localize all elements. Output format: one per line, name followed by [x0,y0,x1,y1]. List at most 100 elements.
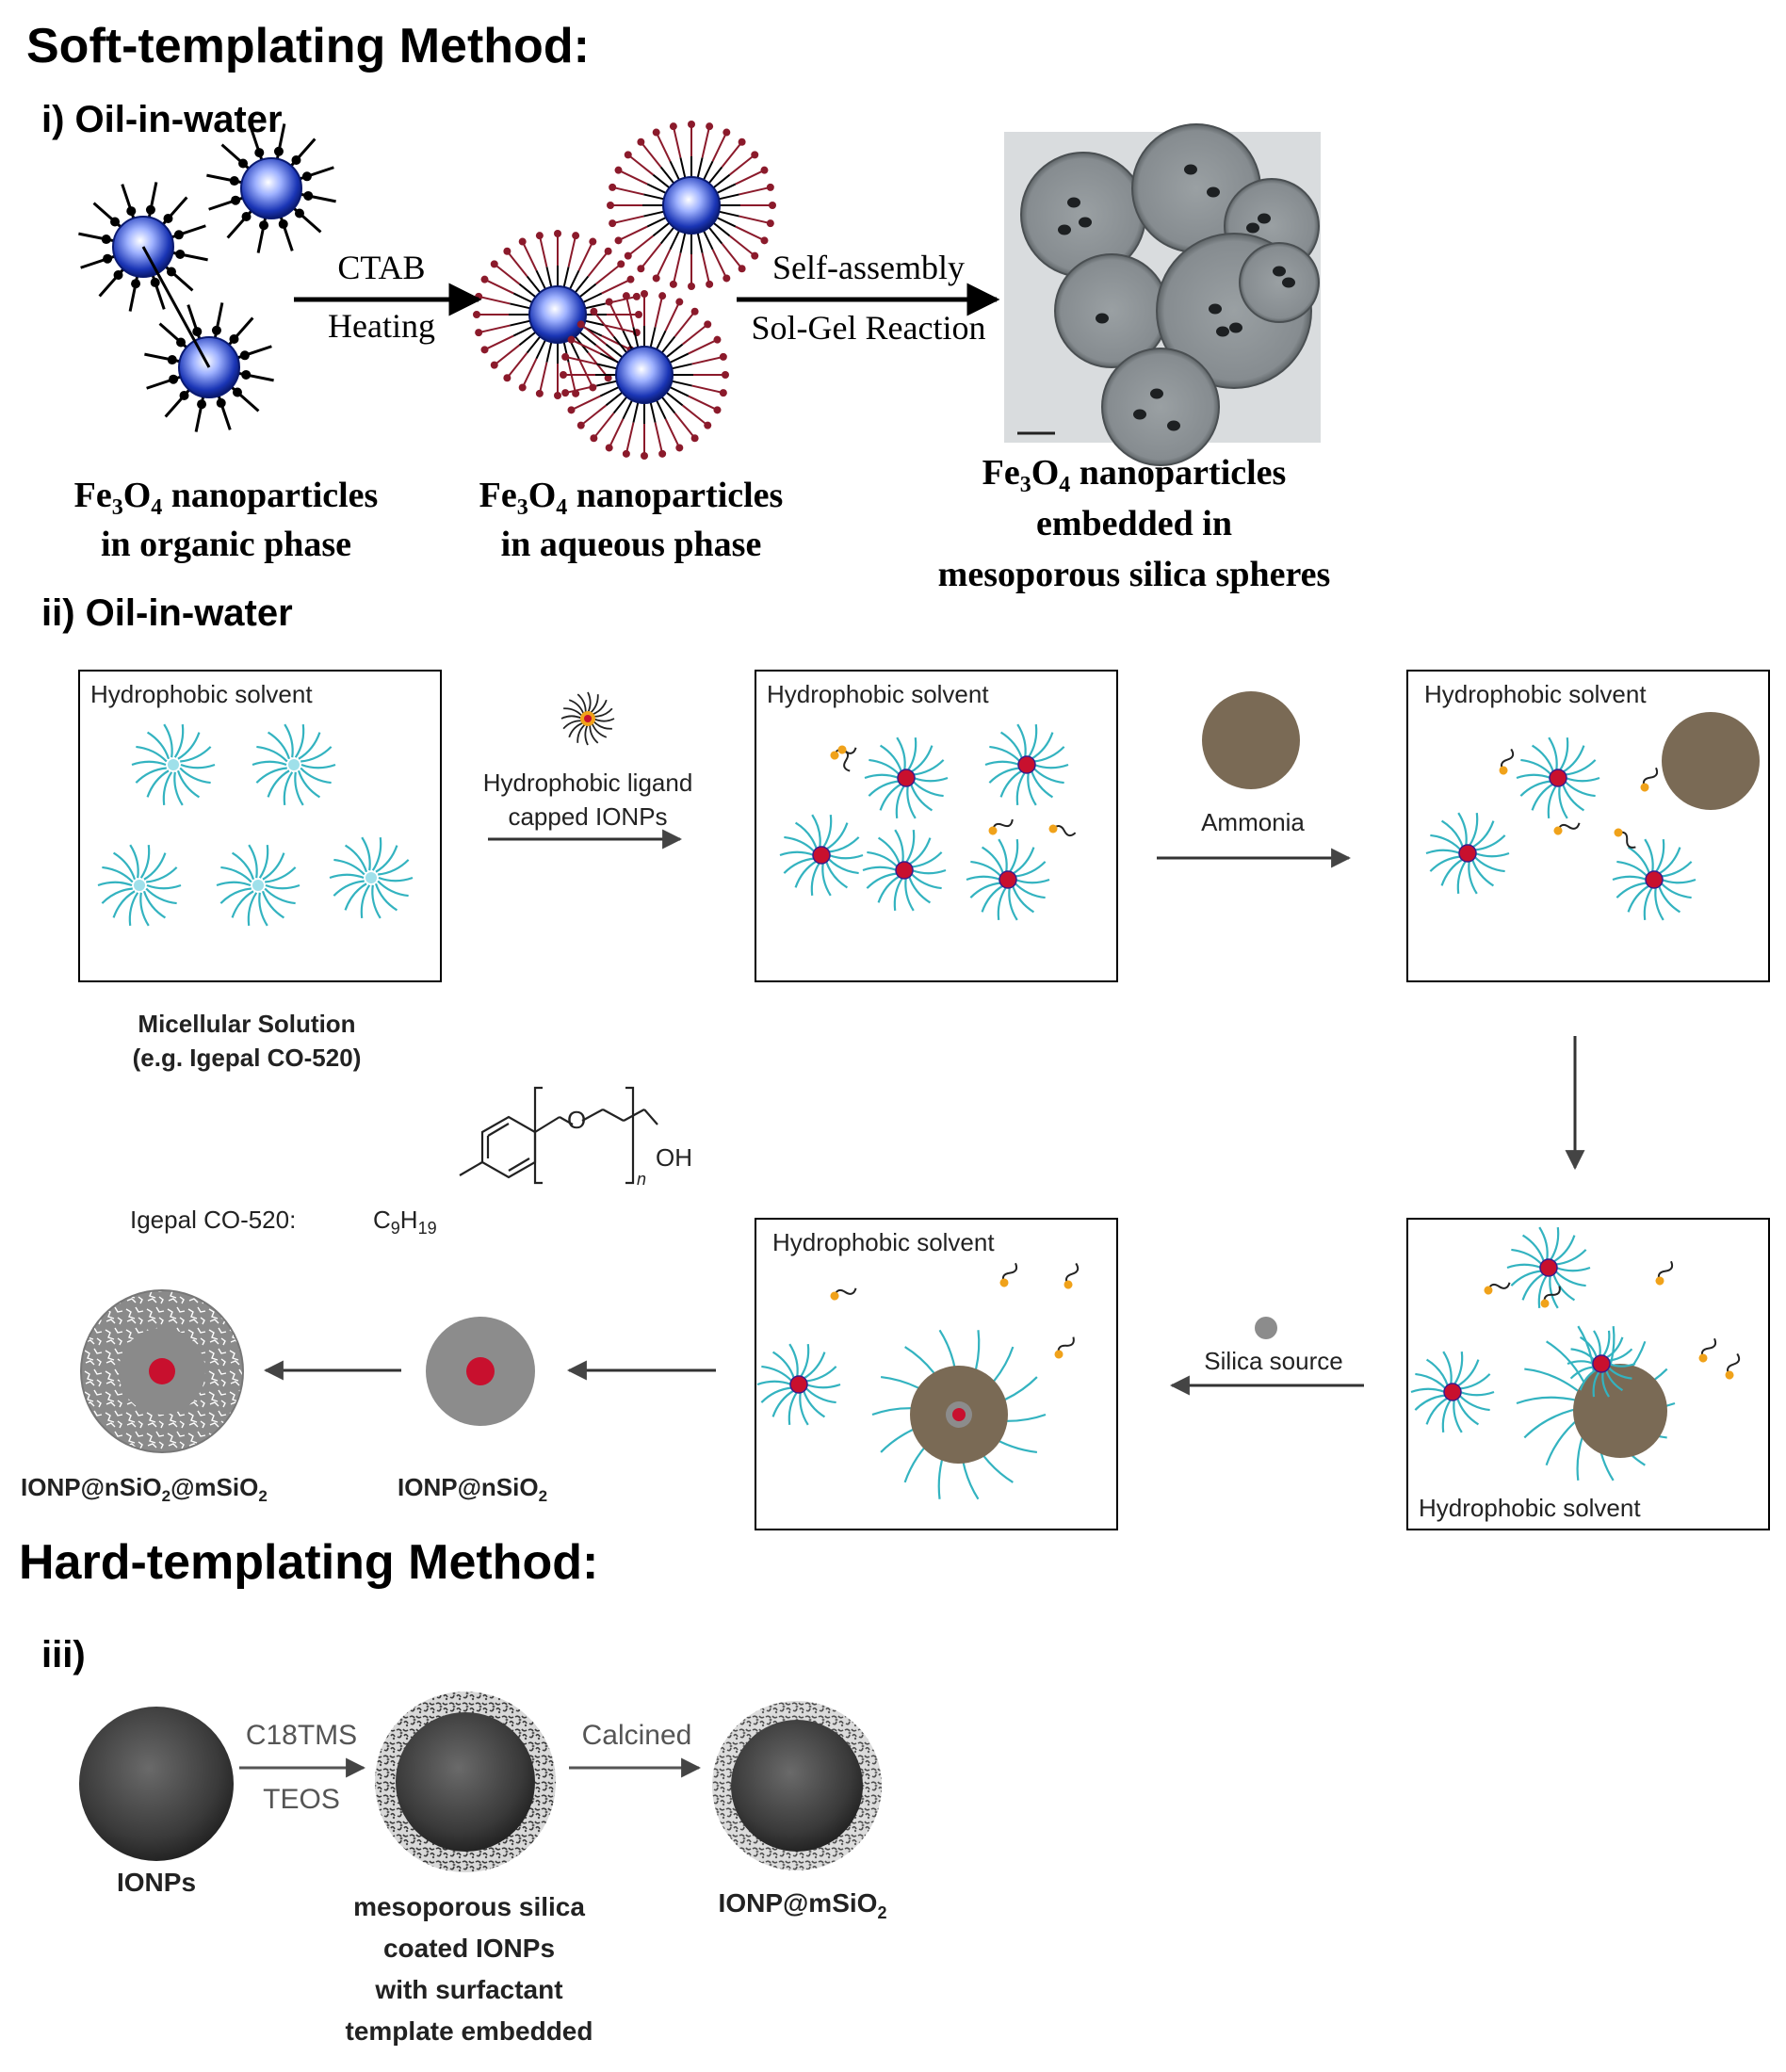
panel-i-label: i) Oil-in-water [41,99,283,140]
igepal-micelle [1425,812,1510,895]
caption-aqueous-phase: Fe3O4 nanoparticles in aqueous phase [479,476,784,564]
arrow-ionp-add-label-1: Hydrophobic ligand [483,769,693,797]
arrow-ctab-label-bottom: Heating [328,307,435,345]
svg-text:in organic phase: in organic phase [101,525,351,564]
panel-ii-particles [97,691,1760,1500]
arrow-silica-source-label: Silica source [1204,1347,1342,1375]
product-msio2 [80,1289,244,1453]
igepal-o: O [567,1106,586,1134]
igepal-micelle [1516,737,1600,819]
svg-text:mesoporous silica spheres: mesoporous silica spheres [938,555,1331,594]
arrow-self-assembly-label-bottom: Sol-Gel Reaction [752,309,986,347]
arrow-ammonia-label: Ammonia [1201,808,1305,836]
free-ligand [1614,828,1636,849]
arrow-self-assembly-label-top: Self-assembly [772,249,965,286]
igepal-micelle [779,814,864,897]
ligand-capped-ionp-icon [560,691,615,746]
svg-text:embedded in: embedded in [1036,504,1232,543]
box-micellar [78,670,442,982]
micellar-caption-2: (e.g. Igepal CO-520) [133,1044,362,1072]
free-ligand [1540,1286,1561,1308]
free-ligand [1054,1336,1075,1359]
spiky-nanoparticle [206,123,336,253]
panel-iii-label: iii) [41,1634,86,1675]
free-ligand [988,818,1014,835]
ctab-coated-nanoparticle [560,290,729,460]
arrow-ionp-add-label-2: capped IONPs [508,802,667,831]
igepal-micelle [1567,1330,1636,1398]
free-ligand [1553,822,1581,835]
bare-ionp [79,1707,234,1861]
product-nsio2-label: IONP@nSiO2 [398,1473,547,1505]
free-ligand [830,1287,857,1301]
igepal-micelle [1410,1351,1495,1433]
igepal-formula: C9H19 [373,1206,437,1238]
free-ligand [1655,1260,1674,1286]
igepal-micelle [329,836,414,919]
free-ligand [1063,1262,1080,1289]
label-coated-2: coated IONPs [383,1934,555,1963]
igepal-micelle [966,838,1050,921]
box-micellar-label: Hydrophobic solvent [90,680,313,708]
box-ionp-added [755,670,1118,982]
ammonia-sphere [1202,691,1300,789]
free-ligand [1725,1352,1741,1380]
igepal-micelle [216,844,300,927]
arrow-ctab-label-top: CTAB [337,249,425,286]
box-coated-label: Hydrophobic solvent [772,1228,995,1256]
panel-ii-label: ii) Oil-in-water [41,592,293,634]
box-silica-growth-label: Hydrophobic solvent [1419,1494,1641,1522]
igepal-micelle [1612,838,1697,921]
igepal-structure [459,1086,658,1185]
free-ligand [1484,1282,1511,1295]
free-ligand [1499,748,1515,775]
svg-text:Fe3O4 nanoparticles: Fe3O4 nanoparticles [479,476,784,520]
free-ligand [1640,767,1659,792]
svg-text:Fe3O4 nanoparticles: Fe3O4 nanoparticles [982,453,1287,497]
product-nsio2 [426,1317,535,1426]
igepal-label: Igepal CO-520: [130,1206,296,1234]
svg-text:Fe3O4 nanoparticles: Fe3O4 nanoparticles [74,476,379,520]
label-coated-1: mesoporous silica [353,1892,585,1921]
label-coated-3: with surfactant [374,1975,562,2004]
micellar-caption-1: Micellular Solution [138,1010,355,1038]
ctab-coated-nanoparticle [607,121,776,290]
soft-templating-title: Soft-templating Method: [26,19,590,73]
svg-text:in aqueous phase: in aqueous phase [501,525,762,564]
igepal-micelle [1506,1226,1591,1309]
caption-embedded: Fe3O4 nanoparticles embedded in mesoporo… [938,453,1331,594]
calcined-ionp [712,1701,882,1870]
arrow-c18tms-label-top: C18TMS [246,1720,357,1751]
igepal-micelle [131,723,216,806]
product-msio2-label: IONP@nSiO2@mSiO2 [21,1473,268,1505]
igepal-micelle [862,829,947,912]
organic-phase-nanoparticles [78,123,336,432]
igepal-micelle [756,1343,841,1426]
igepal-oh: OH [656,1143,692,1172]
free-ligand [1698,1337,1717,1363]
arrow-calcined-label: Calcined [582,1720,692,1751]
igepal-micelle [984,723,1069,806]
box-ammonia-added-label: Hydrophobic solvent [1424,680,1647,708]
box-silica-growth [1406,1218,1770,1530]
igepal-n: n [637,1170,646,1189]
free-ligand [1048,824,1077,837]
free-ligand [999,1262,1018,1287]
free-ligand [837,745,851,772]
arrow-c18tms-label-bottom: TEOS [263,1784,340,1815]
igepal-micelle [864,737,949,819]
label-ionps: IONPs [117,1868,196,1897]
tem-micrograph [1004,123,1321,466]
label-coated-4: template embedded [346,2016,593,2046]
coated-ionp [375,1692,556,1872]
label-final: IONP@mSiO2 [719,1888,887,1922]
hard-templating-title: Hard-templating Method: [19,1535,598,1590]
caption-organic-phase: Fe3O4 nanoparticles in organic phase [74,476,379,564]
silica-source-dot [1255,1317,1277,1339]
igepal-micelle [252,723,336,806]
aqueous-phase-nanoparticles [473,121,776,460]
box-ionp-added-label: Hydrophobic solvent [767,680,989,708]
igepal-micelle [97,844,182,927]
